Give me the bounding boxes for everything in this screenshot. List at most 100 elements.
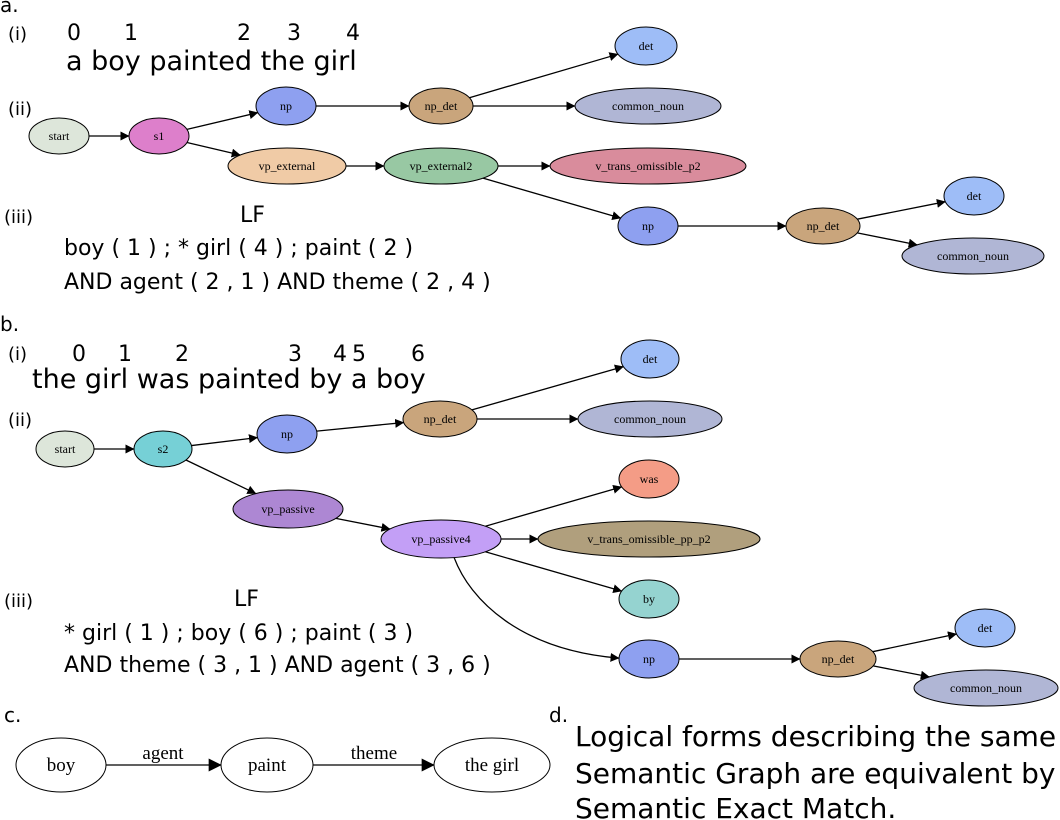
panel-b-lf-line2: AND theme ( 3 , 1 ) AND agent ( 3 , 6 ) <box>64 653 491 678</box>
node-label: vp_passive4 <box>411 532 470 546</box>
node-shape <box>954 608 1016 648</box>
node-shape <box>901 237 1045 275</box>
panel-a-letter: a. <box>0 0 19 17</box>
panel-d-line2: Semantic Graph are equivalent by <box>575 757 1055 790</box>
node-shape <box>383 147 499 185</box>
node-shape <box>15 737 107 793</box>
node-label: was <box>640 472 659 486</box>
node-shape <box>408 87 474 125</box>
node-label: the girl <box>465 755 519 776</box>
node-label: common_noun <box>614 412 686 426</box>
panel-b-lf-title: LF <box>234 587 259 612</box>
panel-b-mark-ii: (ii) <box>8 410 32 431</box>
panel-c: c. agent theme <box>4 703 397 764</box>
graph-node-np-det: np_det <box>799 640 877 678</box>
node-label: vp_external <box>259 159 316 173</box>
node-label: det <box>967 189 982 203</box>
graph-node-the-girl: the girl <box>433 737 551 793</box>
graph-node-vp-passive4: vp_passive4 <box>380 519 502 559</box>
graph-node-start: start <box>35 430 95 468</box>
node-label: np_det <box>424 412 457 426</box>
graph-edge <box>186 110 259 131</box>
token-index: 3 <box>288 342 302 367</box>
node-label: det <box>978 621 993 635</box>
token-index: 1 <box>124 21 138 46</box>
node-shape <box>537 520 761 558</box>
graph-node-common-noun: common_noun <box>913 669 1059 707</box>
graph-node-paint: paint <box>220 737 314 793</box>
node-shape <box>28 117 90 155</box>
node-label: v_trans_omissible_pp_p2 <box>587 532 710 546</box>
node-label: det <box>643 352 658 366</box>
graph-node-vp-passive: vp_passive <box>232 489 344 529</box>
graph-node-np: np <box>255 86 317 126</box>
graph-node-common-noun: common_noun <box>577 400 723 438</box>
graph-edge <box>316 418 405 432</box>
panel-a-mark-ii: (ii) <box>8 99 32 120</box>
graph-edge <box>191 434 258 447</box>
node-shape <box>577 400 723 438</box>
panel-d-line3: Semantic Exact Match. <box>575 792 896 820</box>
node-label: np <box>280 99 292 113</box>
token-index: 5 <box>352 342 366 367</box>
node-shape <box>549 147 747 185</box>
graph-node-np: np <box>256 414 318 454</box>
panel-b-mark-i: (i) <box>8 344 27 365</box>
node-label: boy <box>47 755 76 776</box>
node-shape <box>618 639 680 679</box>
edge-label-theme: theme <box>351 743 397 764</box>
node-shape <box>255 86 317 126</box>
graph-node-common-noun: common_noun <box>901 237 1045 275</box>
panel-b-lf-line1: * girl ( 1 ) ; boy ( 6 ) ; paint ( 3 ) <box>64 621 413 646</box>
node-label: by <box>643 592 655 606</box>
node-label: common_noun <box>937 249 1009 263</box>
node-shape <box>35 430 95 468</box>
graph-edge <box>485 484 623 527</box>
node-shape <box>133 430 193 468</box>
node-label: det <box>639 39 654 53</box>
token-index: 4 <box>346 21 360 46</box>
node-label: start <box>49 129 70 143</box>
graph-edge <box>186 141 241 158</box>
token-index: 4 <box>333 342 347 367</box>
graph-node-by: by <box>618 579 680 619</box>
token-index: 6 <box>411 342 425 367</box>
node-shape <box>227 147 347 185</box>
node-label: start <box>55 442 76 456</box>
node-label: paint <box>248 755 287 776</box>
node-shape <box>256 414 318 454</box>
edge-label-agent: agent <box>142 743 184 764</box>
panel-d-letter: d. <box>549 703 568 727</box>
node-shape <box>799 640 877 678</box>
graph-edge <box>872 631 957 653</box>
graph-node-np-det: np_det <box>408 87 474 125</box>
graph-node-np-det: np_det <box>402 400 478 438</box>
token-index: 0 <box>67 21 81 46</box>
graph-node-np: np <box>617 206 679 246</box>
node-shape <box>785 207 861 245</box>
graph-node-det: det <box>943 176 1005 216</box>
graph-node-v-trans-omissible-p2: v_trans_omissible_p2 <box>549 147 747 185</box>
graph-node-was: was <box>618 459 680 499</box>
node-label: np <box>281 427 293 441</box>
graph-node-det: det <box>954 608 1016 648</box>
node-label: np_det <box>822 652 855 666</box>
panel-b-mark-iii: (iii) <box>4 591 33 612</box>
graph-edge <box>471 364 624 411</box>
node-shape <box>617 206 679 246</box>
graph-node-np-det: np_det <box>785 207 861 245</box>
node-shape <box>232 489 344 529</box>
node-shape <box>618 459 680 499</box>
panel-a-lf-line1: boy ( 1 ) ; * girl ( 4 ) ; paint ( 2 ) <box>64 236 413 261</box>
graph-node-v-trans-omissible-pp-p2: v_trans_omissible_pp_p2 <box>537 520 761 558</box>
graph-node-np: np <box>618 639 680 679</box>
graph-edge <box>485 551 623 594</box>
node-shape <box>433 737 551 793</box>
node-label: s1 <box>154 129 165 143</box>
panel-b-letter: b. <box>0 312 19 336</box>
graph-edge <box>857 198 946 220</box>
panel-c-letter: c. <box>4 703 21 727</box>
graph-edges <box>89 52 957 772</box>
